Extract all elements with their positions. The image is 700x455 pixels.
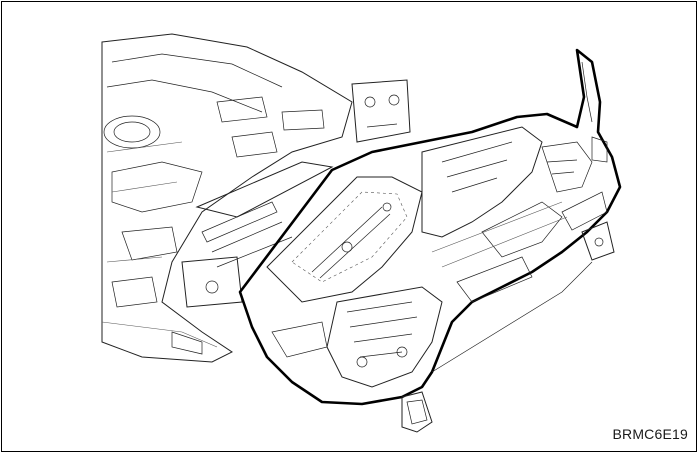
rear-floor-panel-outline [238,48,622,406]
rear-floor-panel-details [266,61,608,388]
seat-cross-member [181,79,411,308]
front-floor-section [101,33,353,363]
figure-code: BRMC6E19 [612,426,688,442]
rear-end-panel [401,221,615,433]
